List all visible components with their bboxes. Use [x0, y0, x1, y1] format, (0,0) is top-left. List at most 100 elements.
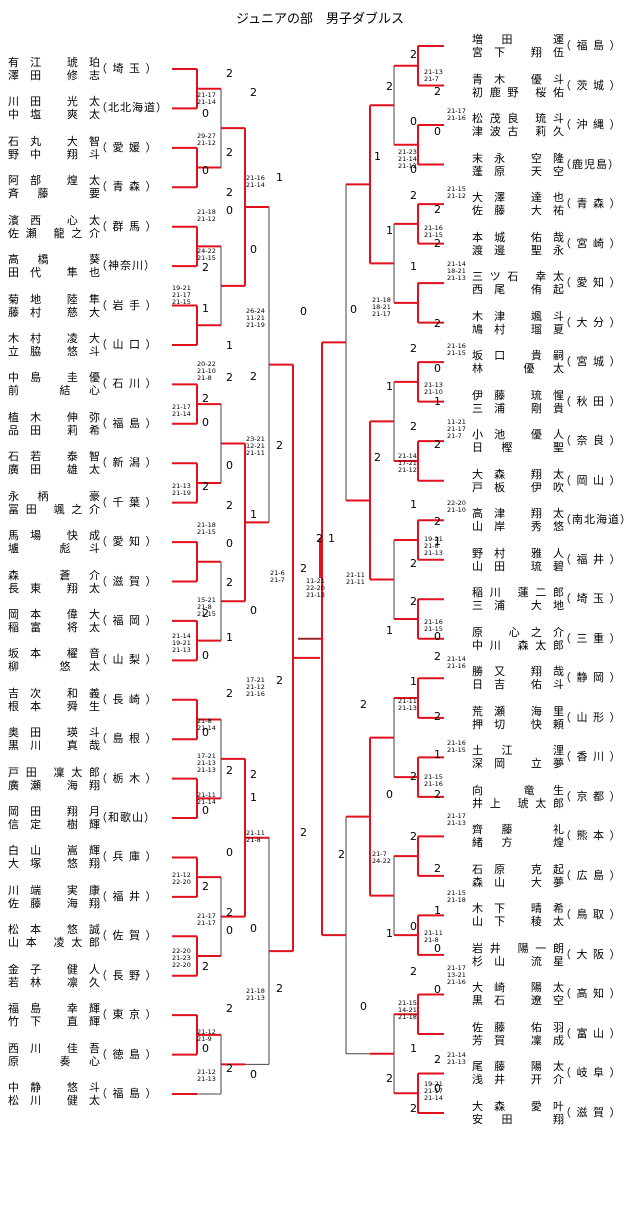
- player-pair: 濱西 心太佐瀬 龍之介: [8, 214, 100, 240]
- player-name: 山下 稜太: [472, 915, 564, 929]
- game-count: 1: [226, 339, 233, 352]
- player-name: 中島 圭優: [8, 371, 100, 385]
- player-name: 根本 舜生: [8, 699, 100, 713]
- game-count: 2: [202, 392, 209, 405]
- prefecture-label: （ 福 島 ）: [96, 1087, 158, 1100]
- player-pair: 三ツ石 幸太西尾 侑起: [472, 270, 564, 296]
- game-count: 0: [226, 204, 233, 217]
- prefecture-label: （ 富 山 ）: [560, 1026, 622, 1040]
- player-name: 井上 琥太郎: [472, 796, 564, 810]
- player-pair: 吉次 和義根本 舜生: [8, 687, 100, 713]
- prefecture-label: （ 新 潟 ）: [96, 456, 158, 470]
- player-pair: 齊藤 礼緒方 煌: [472, 823, 564, 849]
- player-pair: 戸田 凜太郎廣瀬 海翔: [8, 766, 100, 792]
- player-name: 廣田 雄太: [8, 463, 100, 477]
- game-count: 2: [410, 770, 417, 783]
- prefecture-label: （ 山 梨 ）: [96, 653, 158, 667]
- player-name: 松川 健太: [8, 1094, 100, 1107]
- game-count: 1: [250, 791, 257, 804]
- player-pair: 有江 琥珀澤田 修志: [8, 56, 100, 82]
- player-name: 中塩 爽太: [8, 108, 100, 122]
- prefecture-label: （ 愛 知 ）: [560, 276, 622, 290]
- game-count: 2: [434, 1053, 441, 1066]
- player-name: 安田 翔: [472, 1113, 564, 1126]
- prefecture-label: （鹿児島）: [560, 157, 620, 171]
- prefecture-label: （ 滋 賀 ）: [560, 1106, 622, 1119]
- game-count: 0: [226, 846, 233, 859]
- game-count: 2: [410, 342, 417, 355]
- prefecture-label: （ 兵 庫 ）: [96, 850, 158, 864]
- prefecture-label: （ 宮 城 ）: [560, 355, 622, 369]
- prefecture-label: （ 島 根 ）: [96, 732, 158, 746]
- player-pair: 木村 凌大立脇 悠斗: [8, 332, 100, 358]
- player-name: 松茂良 琉斗: [472, 112, 564, 126]
- game-count: 0: [434, 125, 441, 138]
- game-count: 2: [202, 960, 209, 973]
- player-name: 林 優太: [472, 362, 564, 376]
- player-name: 大崎 陽太: [472, 981, 564, 995]
- prefecture-label: （ 茨 城 ）: [560, 78, 622, 92]
- player-pair: 奥田 瑛斗黒川 真哉: [8, 726, 100, 752]
- player-pair: 石丸 大智野中 翔斗: [8, 135, 100, 161]
- game-count: 1: [434, 904, 441, 917]
- game-count: 2: [226, 371, 233, 384]
- game-count: 2: [410, 420, 417, 433]
- player-name: 白山 嵩輝: [8, 844, 100, 858]
- player-name: 野村 雅人: [472, 546, 564, 560]
- game-count: 0: [434, 362, 441, 375]
- game-count: 0: [202, 1042, 209, 1055]
- game-count: 2: [410, 48, 417, 61]
- game-count: 1: [386, 624, 393, 637]
- player-pair: 福島 幸輝竹下 直輝: [8, 1002, 100, 1028]
- game-count: 0: [360, 1000, 367, 1013]
- player-name: 深岡 立夢: [472, 757, 564, 771]
- player-pair: 増田 運宮下 翔伍: [472, 33, 564, 59]
- player-name: 濱西 心太: [8, 213, 100, 227]
- game-count: 1: [386, 224, 393, 237]
- prefecture-label: （ 石 川 ）: [96, 377, 158, 391]
- prefecture-label: （ 千 葉 ）: [96, 495, 158, 509]
- player-pair: 岡田 翔月信定 樹輝: [8, 805, 100, 831]
- game-count: 2: [226, 1062, 233, 1075]
- game-count: 2: [276, 982, 283, 995]
- player-name: 奥田 瑛斗: [8, 726, 100, 740]
- player-name: 山本 凌太郎: [8, 936, 100, 950]
- player-name: 永柄 豪: [8, 489, 100, 503]
- player-name: 土江 浬: [472, 744, 564, 758]
- prefecture-label: （南北海道）: [560, 513, 632, 527]
- game-count: 1: [250, 508, 257, 521]
- player-pair: 川田 光太中塩 爽太: [8, 95, 100, 121]
- player-name: 鳩村 瑠夏: [472, 322, 564, 336]
- player-name: 岡本 偉大: [8, 607, 100, 621]
- game-count: 2: [386, 80, 393, 93]
- player-pair: 末永 空隆蓬原 天空: [472, 152, 564, 178]
- game-count: 2: [226, 1002, 233, 1015]
- prefecture-label: （ 岐 阜 ）: [560, 1066, 622, 1080]
- player-name: 高津 翔太: [472, 507, 564, 521]
- player-pair: 永柄 豪冨田 颯之介: [8, 490, 100, 516]
- prefecture-label: （ 広 島 ）: [560, 868, 622, 882]
- player-pair: 川端 実康佐藤 海翔: [8, 884, 100, 910]
- player-name: 末永 空隆: [472, 151, 564, 165]
- game-count: 0: [434, 942, 441, 955]
- player-name: 高橋 葵: [8, 253, 100, 267]
- player-name: 向 竜生: [472, 783, 564, 797]
- game-count: 1: [202, 302, 209, 315]
- player-name: 森山 大夢: [472, 875, 564, 889]
